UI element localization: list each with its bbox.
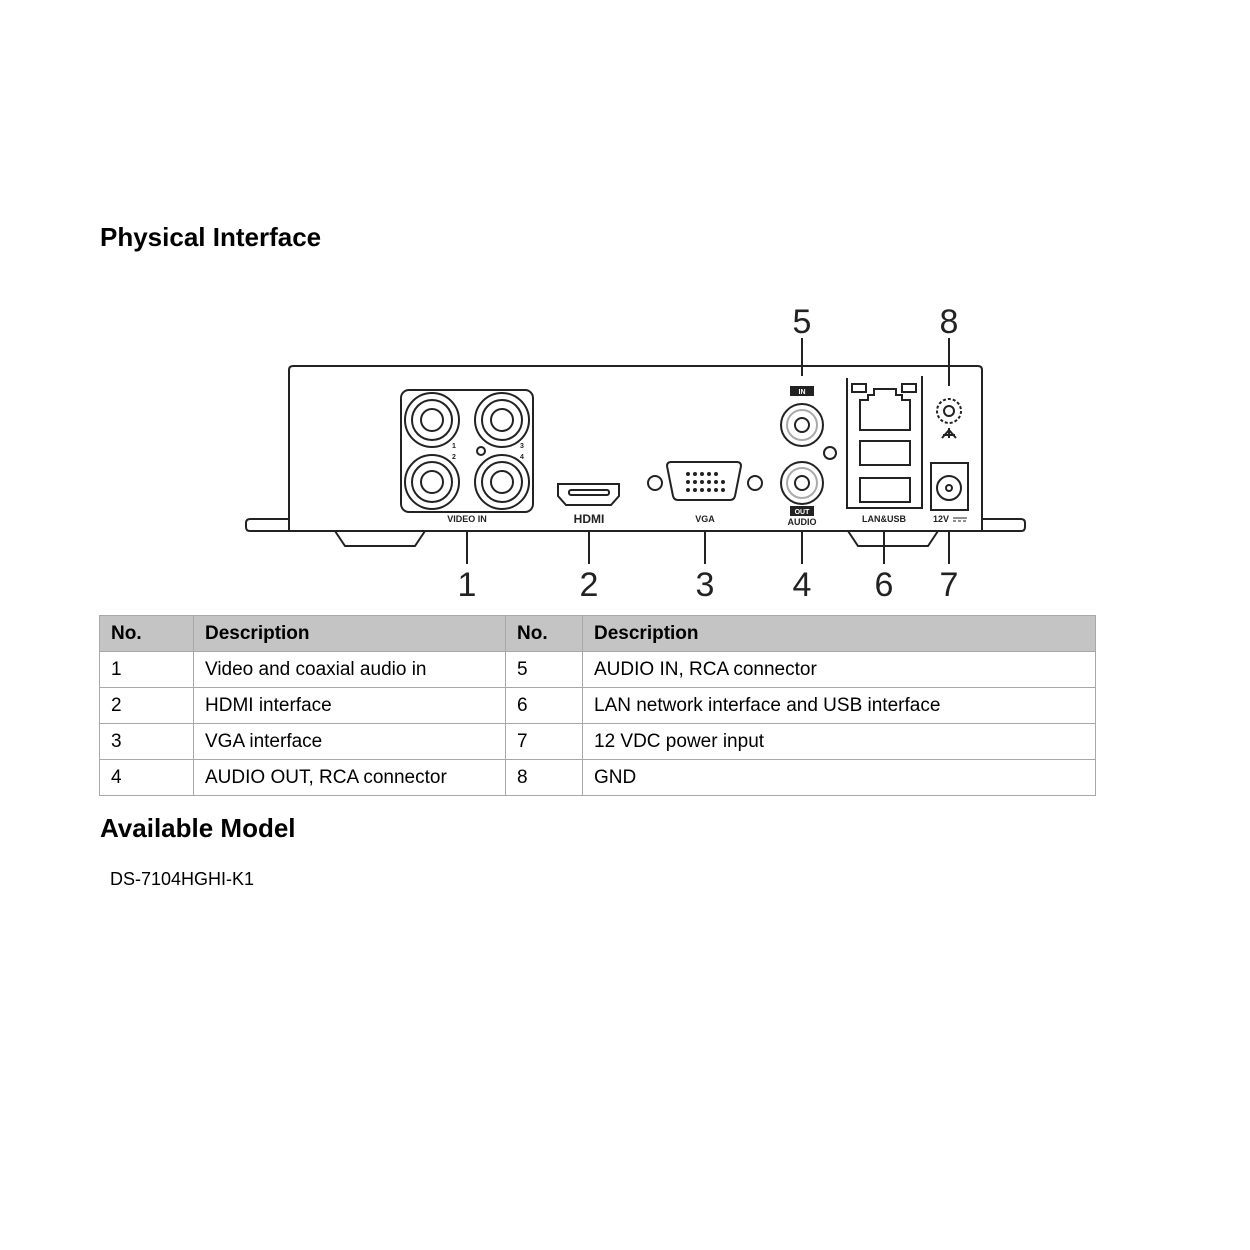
label-video-in: VIDEO IN — [447, 514, 487, 524]
bnc-connector-1 — [404, 392, 460, 448]
callout-8: 8 — [940, 303, 959, 341]
callout-4: 4 — [793, 566, 812, 604]
cell-no: 1 — [99, 651, 194, 688]
port-number: 1 — [452, 443, 456, 450]
label-audio-out: OUT — [795, 509, 811, 516]
port-number: 3 — [520, 443, 524, 450]
table-header-row: No. Description No. Description — [99, 615, 1096, 652]
cell-description: LAN network interface and USB interface — [582, 687, 1096, 724]
rear-panel-diagram: 1 2 3 4 VIDEO IN — [245, 303, 1026, 604]
label-audio-in: IN — [799, 389, 806, 396]
cell-no: 4 — [99, 759, 194, 796]
cell-no: 7 — [505, 723, 583, 760]
label-hdmi: HDMI — [574, 512, 605, 526]
video-in-panel — [400, 389, 534, 513]
header-description: Description — [582, 615, 1096, 652]
callout-2: 2 — [580, 566, 599, 604]
bnc-connector-3 — [474, 392, 530, 448]
rj45-port — [859, 388, 911, 431]
lan-usb-panel — [846, 376, 923, 509]
header-no: No. — [99, 615, 194, 652]
mount-flange-left — [245, 518, 289, 532]
cell-description: 12 VDC power input — [582, 723, 1096, 760]
cell-no: 6 — [505, 687, 583, 724]
bnc-connector-2 — [404, 454, 460, 510]
usb-port-1 — [859, 440, 911, 466]
cell-description: GND — [582, 759, 1096, 796]
cell-no: 8 — [505, 759, 583, 796]
port-number: 4 — [520, 454, 524, 461]
rca-audio-out — [780, 461, 824, 505]
foot-left — [334, 530, 426, 547]
hdmi-port — [557, 483, 620, 506]
usb-port-2 — [859, 477, 911, 503]
cell-description: Video and coaxial audio in — [193, 651, 506, 688]
bnc-connectors — [404, 392, 530, 510]
bnc-connector-4 — [474, 454, 530, 510]
device-body — [288, 365, 983, 532]
rca-audio-in — [780, 403, 824, 447]
mount-flange-right — [982, 518, 1026, 532]
label-vga: VGA — [695, 514, 715, 524]
cell-description: VGA interface — [193, 723, 506, 760]
header-no: No. — [505, 615, 583, 652]
cell-no: 3 — [99, 723, 194, 760]
callout-3: 3 — [696, 566, 715, 604]
foot-right — [847, 530, 939, 547]
label-audio: AUDIO — [788, 517, 817, 527]
power-jack — [930, 462, 969, 511]
callout-5: 5 — [793, 303, 812, 341]
callout-1: 1 — [458, 566, 477, 604]
cell-description: HDMI interface — [193, 687, 506, 724]
cell-no: 5 — [505, 651, 583, 688]
callout-7: 7 — [940, 566, 959, 604]
gnd-terminal — [936, 398, 962, 439]
section-title-available-model: Available Model — [100, 813, 296, 843]
section-title-physical-interface: Physical Interface — [100, 222, 322, 252]
cell-no: 2 — [99, 687, 194, 724]
label-12v: 12V — [933, 514, 949, 524]
header-description: Description — [193, 615, 506, 652]
vga-port — [665, 461, 743, 501]
cell-description: AUDIO OUT, RCA connector — [193, 759, 506, 796]
vga-pins — [686, 472, 725, 492]
callout-6: 6 — [875, 566, 894, 604]
label-lan-usb: LAN&USB — [862, 514, 906, 524]
cell-description: AUDIO IN, RCA connector — [582, 651, 1096, 688]
model-number: DS-7104HGHI-K1 — [110, 869, 255, 889]
port-number: 2 — [452, 454, 456, 461]
